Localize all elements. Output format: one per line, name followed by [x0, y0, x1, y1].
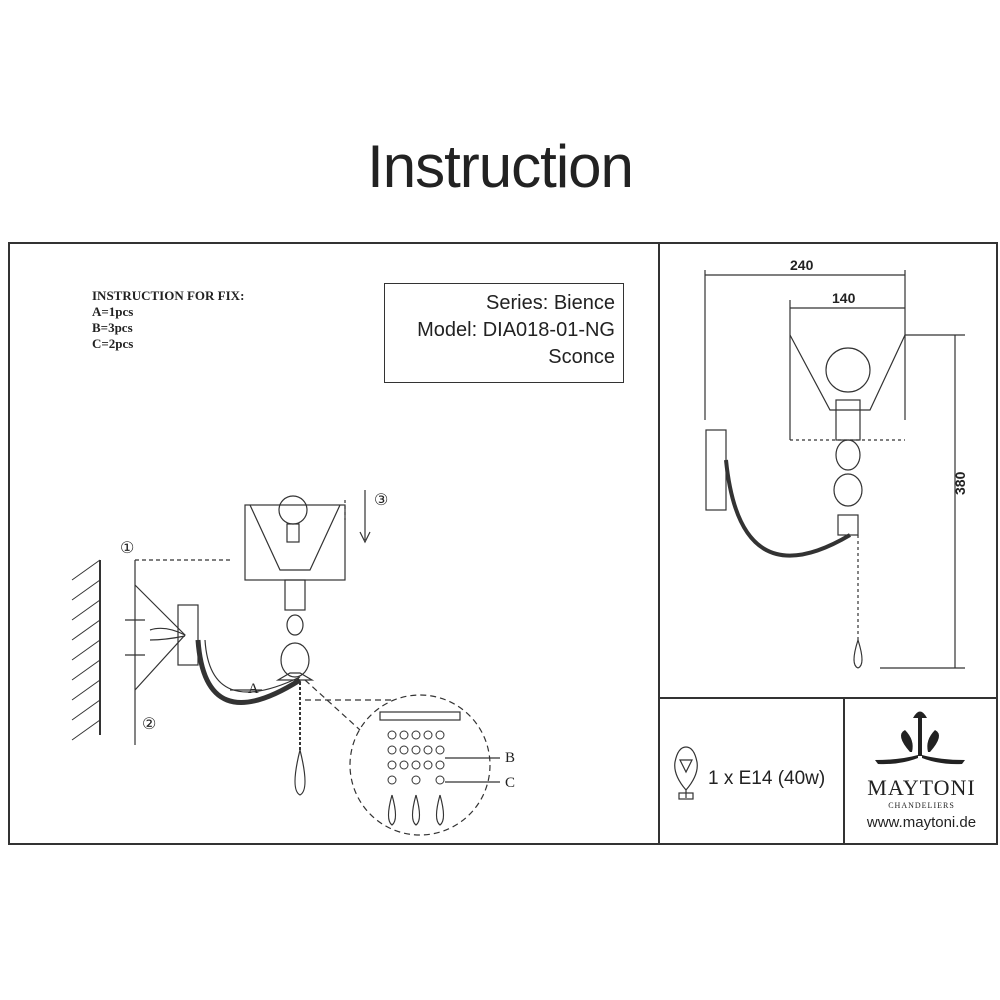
page-title: Instruction — [367, 133, 634, 200]
instruction-frame — [8, 242, 998, 845]
part-c-label: C — [505, 775, 516, 791]
fix-heading: INSTRUCTION FOR FIX: — [92, 288, 245, 303]
step-2-label: ② — [142, 716, 157, 733]
brand-url[interactable]: www.maytoni.de — [866, 814, 977, 831]
part-b-label: B — [505, 750, 516, 766]
part-a-label: A — [248, 681, 259, 697]
type-label: Sconce — [548, 346, 615, 368]
dimension-width-shade: 140 — [832, 290, 856, 306]
dimension-width-total: 240 — [790, 257, 814, 273]
fix-item: C=2pcs — [92, 336, 134, 351]
brand-subtitle: CHANDELIERS — [888, 801, 955, 810]
step-3-label: ③ — [374, 492, 389, 509]
step-1-label: ① — [120, 540, 135, 557]
bulb-spec: 1 x E14 (40w) — [708, 768, 826, 789]
model-box: Series: Bience Model: DIA018-01-NG Sconc… — [384, 283, 624, 383]
series-label: Series: Bience — [486, 292, 615, 314]
divider — [843, 697, 845, 845]
fix-item: A=1pcs — [92, 304, 134, 319]
fix-item: B=3pcs — [92, 320, 133, 335]
brand-name: MAYTONI — [867, 775, 976, 800]
divider — [658, 697, 998, 699]
model-label: Model: DIA018-01-NG — [417, 319, 615, 341]
divider — [658, 242, 660, 845]
fix-instructions: INSTRUCTION FOR FIX: A=1pcs B=3pcs C=2pc… — [92, 288, 244, 352]
